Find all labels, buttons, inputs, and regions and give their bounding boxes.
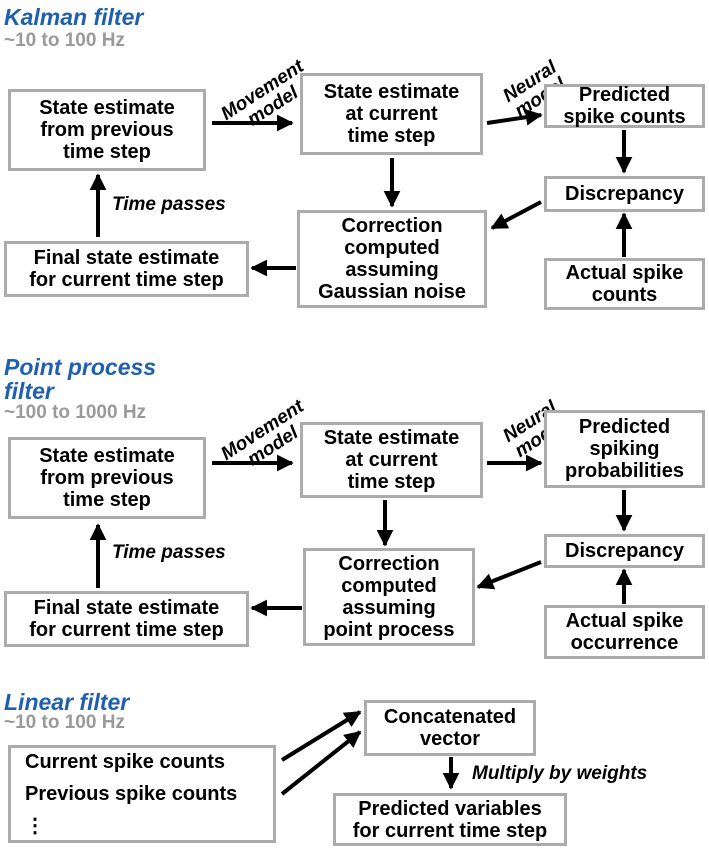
point-title: Point process filter [4, 354, 157, 404]
point-box-actual: Actual spike occurrence [544, 605, 705, 659]
point-box-predicted: Predicted spiking probabilities [544, 410, 705, 488]
kalman-box-discrepancy: Discrepancy [544, 176, 705, 212]
point-box-discrepancy: Discrepancy [544, 534, 705, 568]
point-box-correction: Correction computed assuming point proce… [303, 548, 475, 646]
kalman-title: Kalman filter [4, 4, 144, 30]
linear-box-predicted: Predicted variables for current time ste… [333, 793, 567, 846]
kalman-box-predicted: Predicted spike counts [544, 84, 705, 128]
kalman-box-actual: Actual spike counts [544, 258, 705, 310]
kalman-box-previous-state: State estimate from previous time step [8, 89, 206, 171]
point-freq: ~100 to 1000 Hz [4, 402, 147, 423]
kalman-box-final-state: Final state estimate for current time st… [4, 241, 249, 297]
linear-freq: ~10 to 100 Hz [4, 712, 125, 733]
point-box-final-state: Final state estimate for current time st… [4, 591, 249, 647]
kalman-arrow-neural [486, 108, 543, 126]
point-box-current-state: State estimate at current time step [300, 422, 483, 498]
linear-box-inputs: Current spike counts Previous spike coun… [8, 745, 276, 843]
kalman-arrow-disc-corr [490, 200, 542, 230]
kalman-freq: ~10 to 100 Hz [4, 30, 125, 51]
kalman-box-current-state: State estimate at current time step [300, 73, 483, 155]
point-box-previous-state: State estimate from previous time step [8, 437, 206, 519]
linear-arrow-previous [280, 730, 362, 796]
point-arrow-disc-corr [476, 560, 542, 590]
linear-title: Linear filter [4, 689, 130, 715]
kalman-box-correction: Correction computed assuming Gaussian no… [297, 210, 487, 308]
linear-arrow-current [280, 710, 362, 762]
point-time-passes-label: Time passes [112, 542, 226, 563]
kalman-time-passes-label: Time passes [112, 194, 226, 215]
linear-box-concatenated: Concatenated vector [364, 700, 536, 756]
linear-multiply-weights-label: Multiply by weights [472, 763, 648, 784]
